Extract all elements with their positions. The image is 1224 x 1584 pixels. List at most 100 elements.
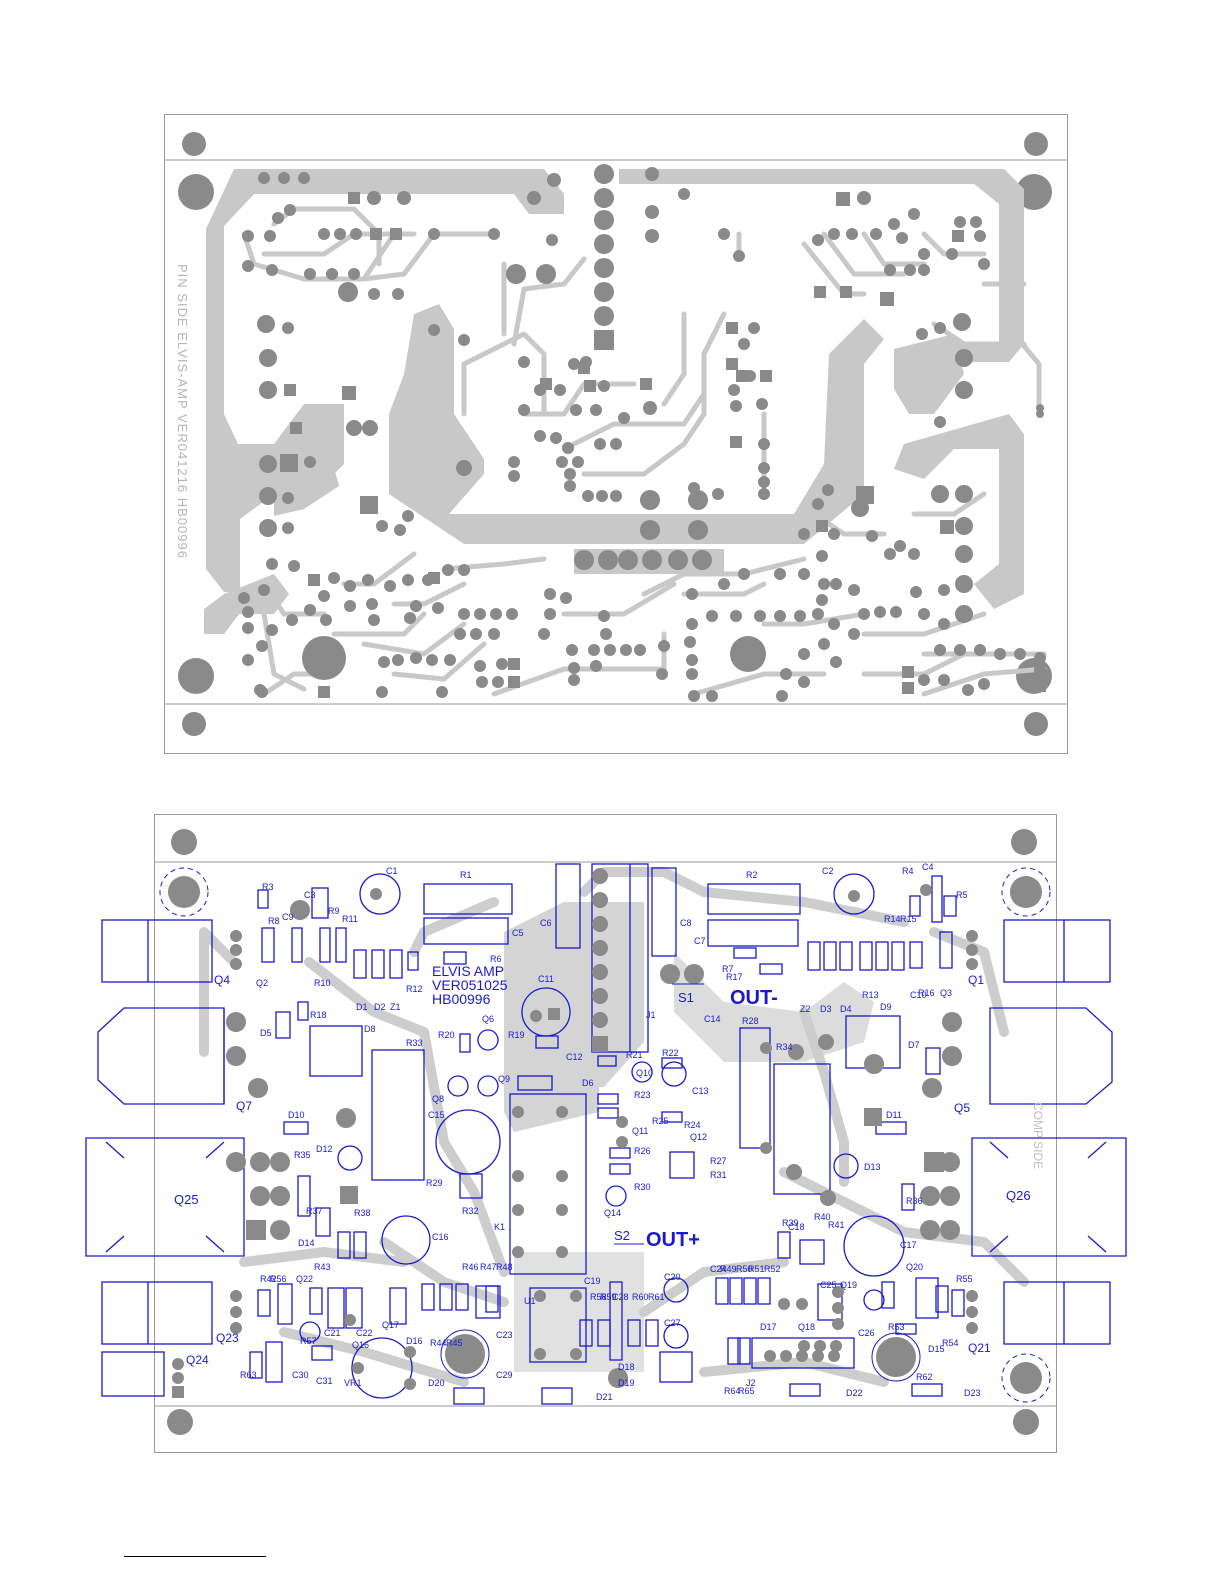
- refdes-r34: R34: [776, 1042, 793, 1052]
- refdes-q17: Q17: [382, 1320, 399, 1330]
- title-line-1: ELVIS AMP: [432, 963, 504, 979]
- refdes-r54: R54: [942, 1338, 959, 1348]
- pads: [238, 164, 1046, 702]
- title-line-2: VER051025: [432, 977, 508, 993]
- refdes-r32: R32: [462, 1206, 479, 1216]
- refdes-q19: Q19: [840, 1280, 857, 1290]
- refdes-r21: R21: [626, 1050, 643, 1060]
- refdes-q8: Q8: [432, 1094, 444, 1104]
- refdes-r4: R4: [902, 866, 914, 876]
- refdes-d13: D13: [864, 1162, 881, 1172]
- refdes-c23: C23: [496, 1330, 513, 1340]
- refdes-r46: R46: [462, 1262, 479, 1272]
- refdes-r47: R47: [480, 1262, 497, 1272]
- refdes-r25: R25: [652, 1116, 669, 1126]
- refdes-r6: R6: [490, 954, 502, 964]
- refdes-r57: R57: [300, 1336, 317, 1346]
- refdes-z1: Z1: [390, 1002, 401, 1012]
- refdes-r53: R53: [888, 1322, 905, 1332]
- refdes-u1: U1: [524, 1296, 536, 1306]
- refdes-c26: C26: [858, 1328, 875, 1338]
- refdes-c20: C20: [664, 1272, 681, 1282]
- refdes-r49: R49: [720, 1264, 737, 1274]
- refdes-q20: Q20: [906, 1262, 923, 1272]
- refdes-c10: C10: [910, 990, 927, 1000]
- label-q5: Q5: [954, 1101, 970, 1115]
- refdes-r37: R37: [306, 1206, 323, 1216]
- refdes-c11: C11: [538, 974, 554, 984]
- label-q7: Q7: [236, 1099, 252, 1113]
- label-q21: Q21: [968, 1341, 991, 1355]
- refdes-r5: R5: [956, 890, 968, 900]
- component-side-pcb: ELVIS AMP VER051025 HB00996 OUT- OUT+ S1…: [84, 812, 1134, 1460]
- refdes-d6: D6: [582, 1078, 594, 1088]
- refdes-d9: D9: [880, 1002, 892, 1012]
- refdes-r20: R20: [438, 1030, 455, 1040]
- refdes-d3: D3: [820, 1004, 832, 1014]
- refdes-c13: C13: [692, 1086, 709, 1096]
- refdes-c4: C4: [922, 862, 934, 872]
- refdes-c3: C3: [304, 890, 316, 900]
- refdes-q18: Q18: [798, 1322, 815, 1332]
- refdes-r8: R8: [268, 916, 280, 926]
- refdes-r1: R1: [460, 870, 472, 880]
- refdes-d15: D15: [928, 1344, 945, 1354]
- refdes-c25: C25: [820, 1280, 837, 1290]
- refdes-d23: D23: [964, 1388, 981, 1398]
- pin-side-label: PIN SIDE ELVIS-AMP VER041216 HB00996: [175, 264, 190, 559]
- refdes-r15: R15: [900, 914, 917, 924]
- refdes-d12: D12: [316, 1144, 333, 1154]
- refdes-c1: C1: [386, 866, 398, 876]
- refdes-r28: R28: [742, 1016, 759, 1026]
- label-q23: Q23: [216, 1331, 239, 1345]
- refdes-r51: R51: [748, 1264, 765, 1274]
- refdes-c18: C18: [788, 1222, 805, 1232]
- refdes-r59: R59: [600, 1292, 617, 1302]
- refdes-r17: R17: [726, 972, 743, 982]
- refdes-r35: R35: [294, 1150, 311, 1160]
- refdes-c2: C2: [822, 866, 834, 876]
- refdes-r50: R50: [736, 1264, 753, 1274]
- refdes-c15: C15: [428, 1110, 445, 1120]
- refdes-q11: Q11: [632, 1126, 648, 1136]
- refdes-r33: R33: [406, 1038, 423, 1048]
- refdes-r52: R52: [764, 1264, 781, 1274]
- refdes-d11: D11: [886, 1110, 902, 1120]
- refdes-d10: D10: [288, 1110, 305, 1120]
- refdes-q9: Q9: [498, 1074, 510, 1084]
- refdes-d7: D7: [908, 1040, 920, 1050]
- refdes-c12: C12: [566, 1052, 583, 1062]
- refdes-k1: K1: [494, 1222, 505, 1232]
- footer-rule: [124, 1556, 266, 1557]
- refdes-d4: D4: [840, 1004, 852, 1014]
- refdes-d21: D21: [596, 1392, 613, 1402]
- switch-label-s2: S2: [614, 1228, 630, 1243]
- refdes-r55: R55: [956, 1274, 973, 1284]
- refdes-c8: C8: [680, 918, 692, 928]
- refdes-r24: R24: [684, 1120, 701, 1130]
- switch-label-s1: S1: [678, 990, 694, 1005]
- refdes-r48: R48: [496, 1262, 513, 1272]
- refdes-r7: R7: [722, 964, 734, 974]
- refdes-c21: C21: [324, 1328, 341, 1338]
- refdes-r60: R60: [632, 1292, 649, 1302]
- refdes-r42: R42: [260, 1274, 277, 1284]
- pads: [172, 868, 978, 1398]
- refdes-c17: C17: [900, 1240, 917, 1250]
- refdes-d18: D18: [618, 1362, 635, 1372]
- refdes-c9: C9: [282, 912, 294, 922]
- refdes-r9: R9: [328, 906, 340, 916]
- refdes-r61: R61: [648, 1292, 665, 1302]
- refdes-r10: R10: [314, 978, 331, 988]
- refdes-r12: R12: [406, 984, 423, 994]
- label-q4: Q4: [214, 973, 230, 987]
- title-line-3: HB00996: [432, 991, 491, 1007]
- refdes-q3: Q3: [940, 988, 952, 998]
- refdes-r63: R63: [240, 1370, 257, 1380]
- refdes-j1: J1: [646, 1010, 656, 1020]
- refdes-r27: R27: [710, 1156, 727, 1166]
- refdes-d14: D14: [298, 1238, 315, 1248]
- refdes-c14: C14: [704, 1014, 721, 1024]
- refdes-r2: R2: [746, 870, 758, 880]
- mounting-holes: [159, 829, 1051, 1435]
